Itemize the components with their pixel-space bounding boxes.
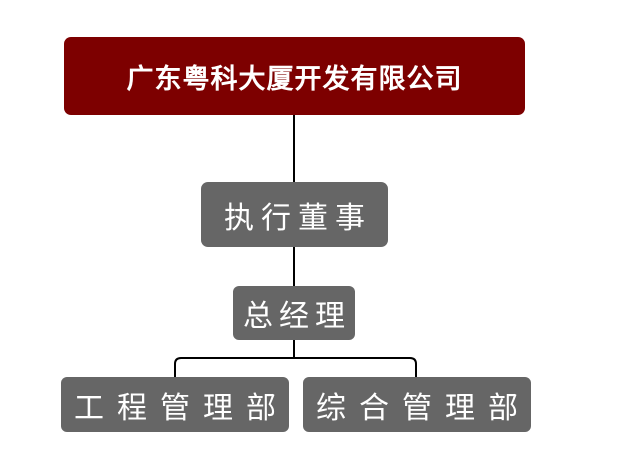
general-management-dept-node: 综合管理部 <box>303 377 531 432</box>
general-manager-node: 总经理 <box>233 286 355 340</box>
connector-branch <box>174 357 417 377</box>
engineering-management-dept-node: 工程管理部 <box>61 377 289 432</box>
executive-director-node: 执行董事 <box>201 182 388 247</box>
company-node: 广东粤科大厦开发有限公司 <box>64 37 525 115</box>
